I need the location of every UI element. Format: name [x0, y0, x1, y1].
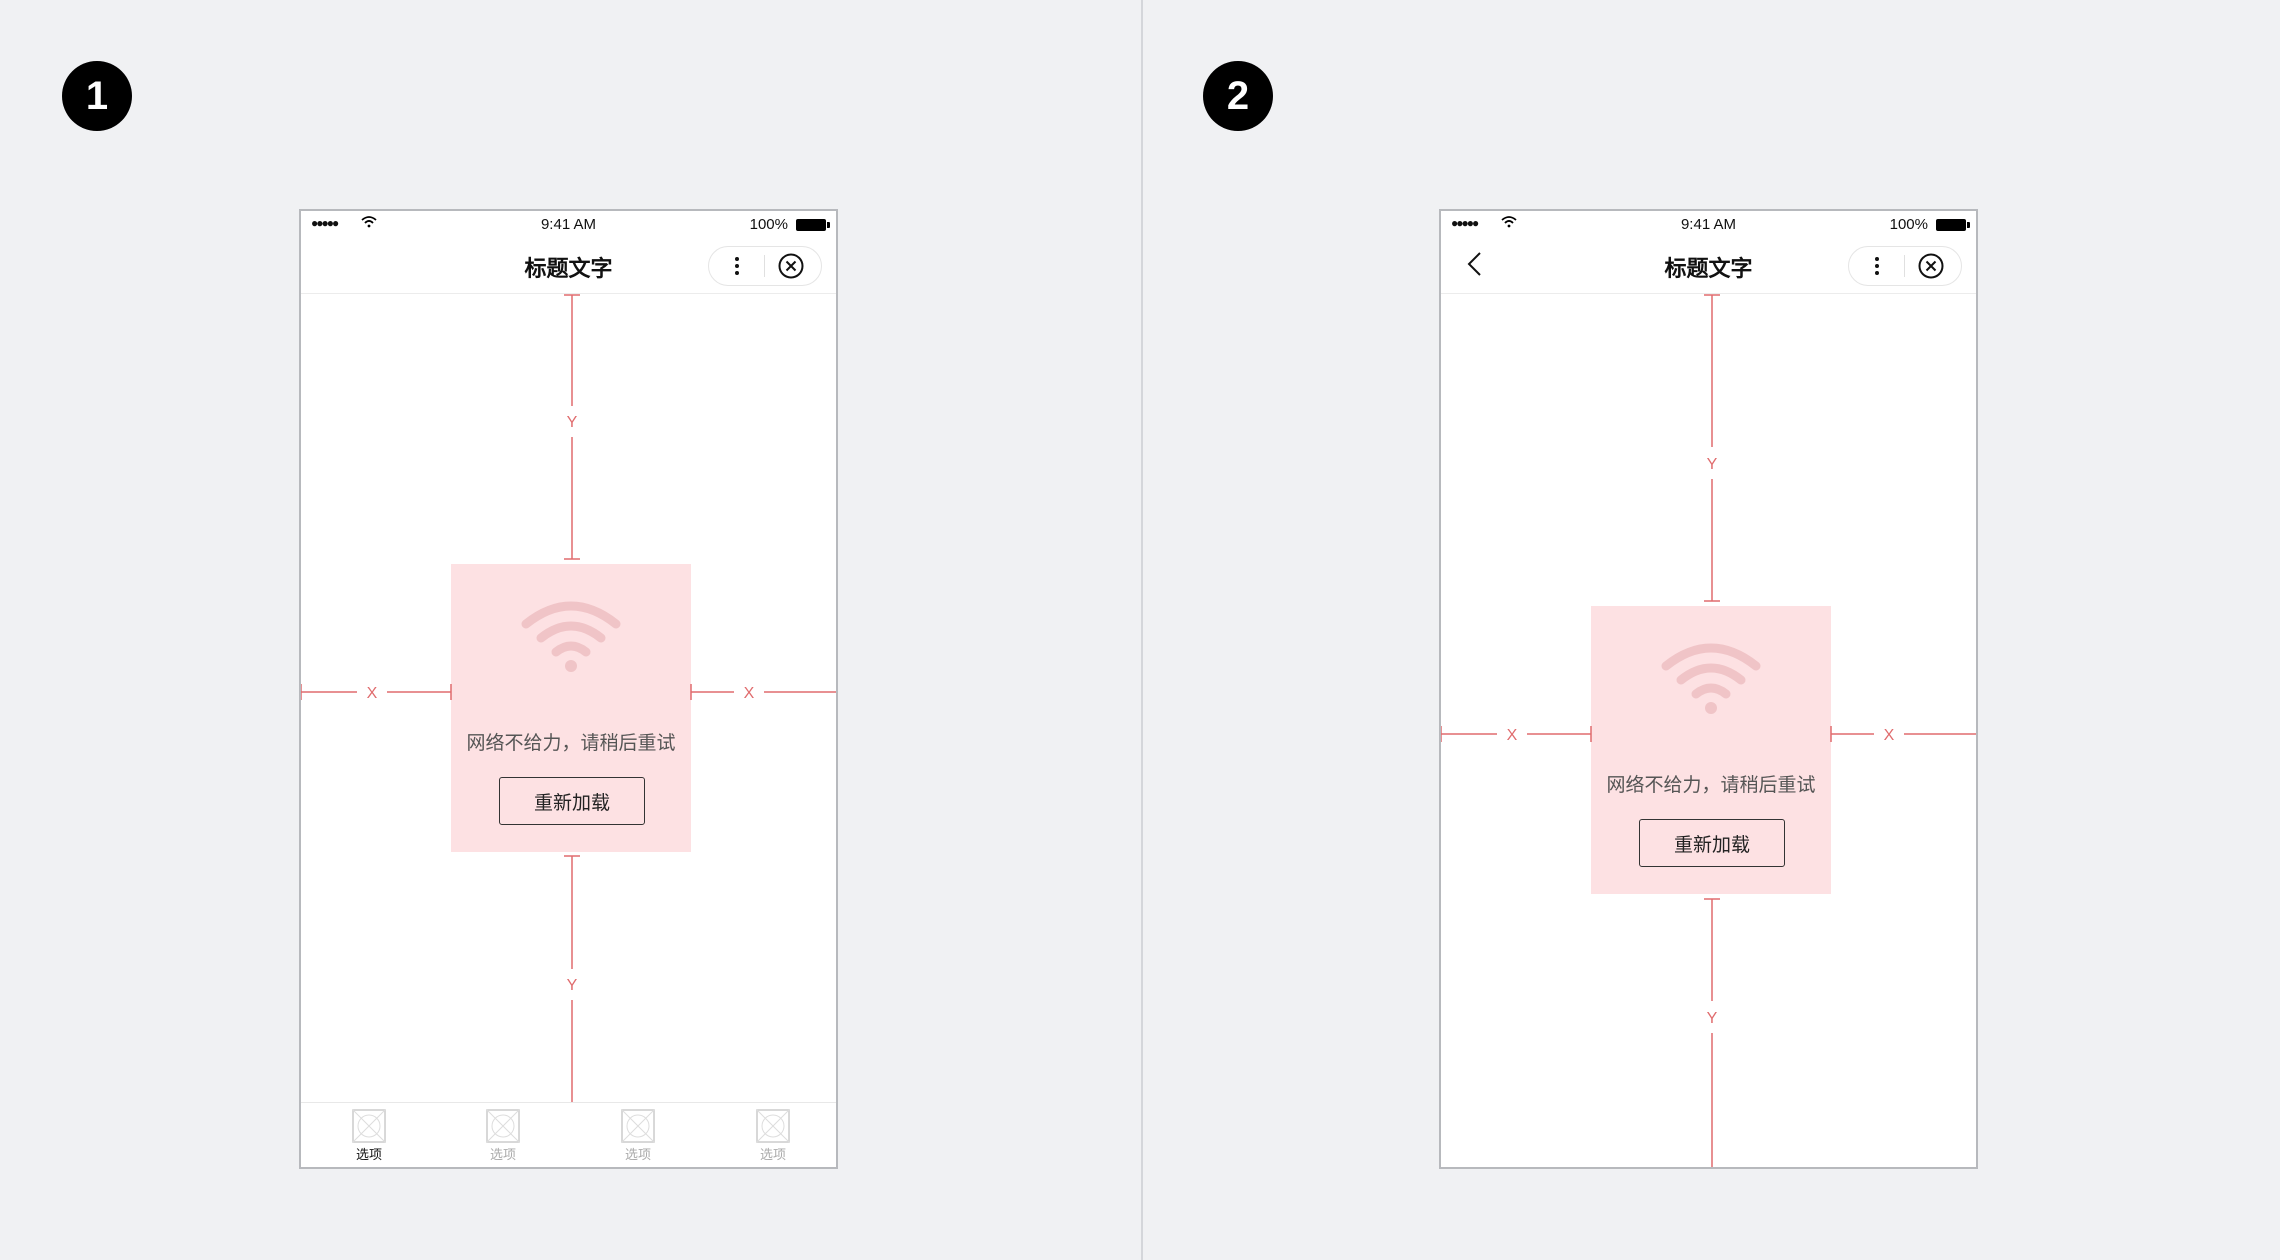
more-icon[interactable]	[1867, 253, 1887, 279]
step-badge: 2	[1203, 61, 1273, 131]
status-time: 9:41 AM	[540, 216, 597, 233]
tab-label: 选项	[489, 1148, 516, 1163]
wifi-icon	[521, 601, 621, 672]
spacing-label-x-right: X	[1884, 727, 1895, 744]
panel-1: 1 ●●●●● 9:41 AM 100% 标题文字 网络不给力，请稍后重试 重新…	[62, 61, 838, 1169]
wifi-icon	[1661, 643, 1761, 714]
menu-capsule	[708, 246, 822, 286]
spacing-label-x-left: X	[367, 685, 378, 702]
tab-label: 选项	[624, 1148, 651, 1163]
battery-percent: 100%	[749, 216, 788, 233]
reload-button[interactable]: 重新加载	[1639, 819, 1785, 867]
capsule-divider	[1904, 255, 1905, 277]
phone-frame: ●●●●● 9:41 AM 100% 标题文字 网络不给力，请稍后重试 重新加载	[1439, 209, 1978, 1169]
reload-button[interactable]: 重新加载	[499, 777, 645, 825]
back-icon[interactable]	[1463, 251, 1489, 277]
error-message: 网络不给力，请稍后重试	[466, 732, 676, 754]
page-title: 标题文字	[1664, 257, 1753, 282]
tab-option-3[interactable]: 选项	[608, 1107, 668, 1165]
phone-frame: ●●●●● 9:41 AM 100% 标题文字 网络不给力，请稍后重试 重新加载	[299, 209, 838, 1169]
tab-option-2[interactable]: 选项	[473, 1107, 533, 1165]
nav-bar: 标题文字	[301, 237, 836, 294]
battery-icon	[1936, 219, 1970, 231]
battery-percent: 100%	[1889, 216, 1928, 233]
capsule-divider	[764, 255, 765, 277]
status-bar: ●●●●● 9:41 AM 100%	[1441, 211, 1976, 237]
panel-2: 2 ●●●●● 9:41 AM 100% 标题文字 网络不给力，请稍后重试 重新…	[1143, 0, 2280, 1260]
tab-label: 选项	[759, 1148, 786, 1163]
signal-icon: ●●●●●	[311, 216, 339, 230]
signal-icon: ●●●●●	[1451, 216, 1479, 230]
tab-label: 选项	[355, 1148, 382, 1163]
wifi-icon	[361, 216, 377, 228]
page-title: 标题文字	[524, 257, 613, 282]
error-state-block: 网络不给力，请稍后重试 重新加载	[1591, 606, 1831, 894]
close-icon[interactable]	[777, 252, 805, 280]
spacing-label-x-left: X	[1507, 727, 1518, 744]
tab-bar: 选项 选项 选项 选项	[301, 1102, 836, 1167]
close-icon[interactable]	[1917, 252, 1945, 280]
nav-bar: 标题文字	[1441, 237, 1976, 294]
more-icon[interactable]	[727, 253, 747, 279]
tab-option-1[interactable]: 选项	[339, 1107, 399, 1165]
wifi-icon	[1501, 216, 1517, 228]
tab-option-4[interactable]: 选项	[743, 1107, 803, 1165]
error-message: 网络不给力，请稍后重试	[1606, 774, 1816, 796]
status-time: 9:41 AM	[1680, 216, 1737, 233]
placeholder-icon	[621, 1109, 655, 1143]
spacing-label-x-right: X	[744, 685, 755, 702]
spacing-label-y-bottom: Y	[1707, 1010, 1718, 1027]
placeholder-icon	[486, 1109, 520, 1143]
placeholder-icon	[756, 1109, 790, 1143]
spacing-label-y-top: Y	[1707, 456, 1718, 473]
step-badge: 1	[62, 61, 132, 131]
spacing-label-y-bottom: Y	[567, 977, 578, 994]
spacing-label-y-top: Y	[567, 414, 578, 431]
placeholder-icon	[352, 1109, 386, 1143]
menu-capsule	[1848, 246, 1962, 286]
error-state-block: 网络不给力，请稍后重试 重新加载	[451, 564, 691, 852]
status-bar: ●●●●● 9:41 AM 100%	[301, 211, 836, 237]
battery-icon	[796, 219, 830, 231]
panel-divider	[1141, 0, 1143, 1260]
